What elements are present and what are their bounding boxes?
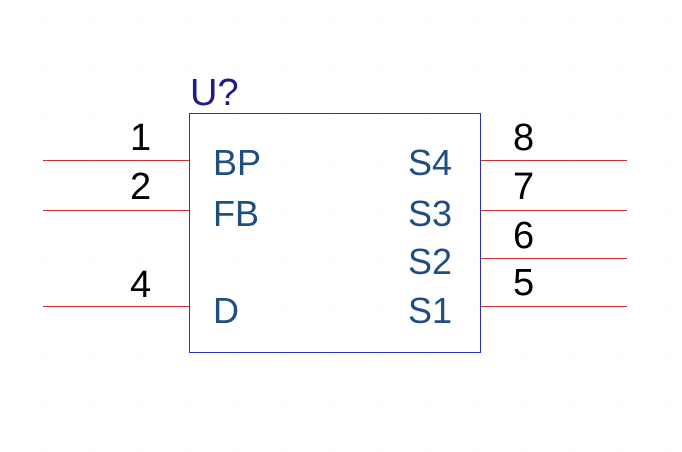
pin-name-d: D — [213, 290, 239, 331]
pin-number-4: 4 — [130, 264, 152, 306]
pin-number-8: 8 — [513, 117, 535, 159]
pin-number-2: 2 — [130, 166, 152, 208]
pin-name-s3: S3 — [408, 193, 453, 234]
pin-number-6: 6 — [513, 215, 535, 257]
pin-line-4[interactable] — [43, 306, 189, 307]
pin-number-1: 1 — [130, 117, 152, 159]
pin-name-s4: S4 — [408, 142, 453, 183]
pin-number-5: 5 — [513, 262, 535, 304]
pin-number-7: 7 — [513, 166, 535, 208]
pin-name-s1: S1 — [408, 290, 453, 331]
pin-line-6[interactable] — [481, 258, 627, 259]
pin-line-5[interactable] — [481, 306, 627, 307]
pin-line-8[interactable] — [481, 160, 627, 161]
reference-designator[interactable]: U? — [190, 72, 239, 114]
pin-name-fb: FB — [213, 193, 260, 234]
pin-line-2[interactable] — [43, 210, 189, 211]
pin-line-1[interactable] — [43, 160, 189, 161]
pin-name-bp: BP — [213, 142, 262, 183]
pin-line-7[interactable] — [481, 210, 627, 211]
pin-name-s2: S2 — [408, 241, 453, 282]
component-body[interactable] — [189, 113, 481, 353]
